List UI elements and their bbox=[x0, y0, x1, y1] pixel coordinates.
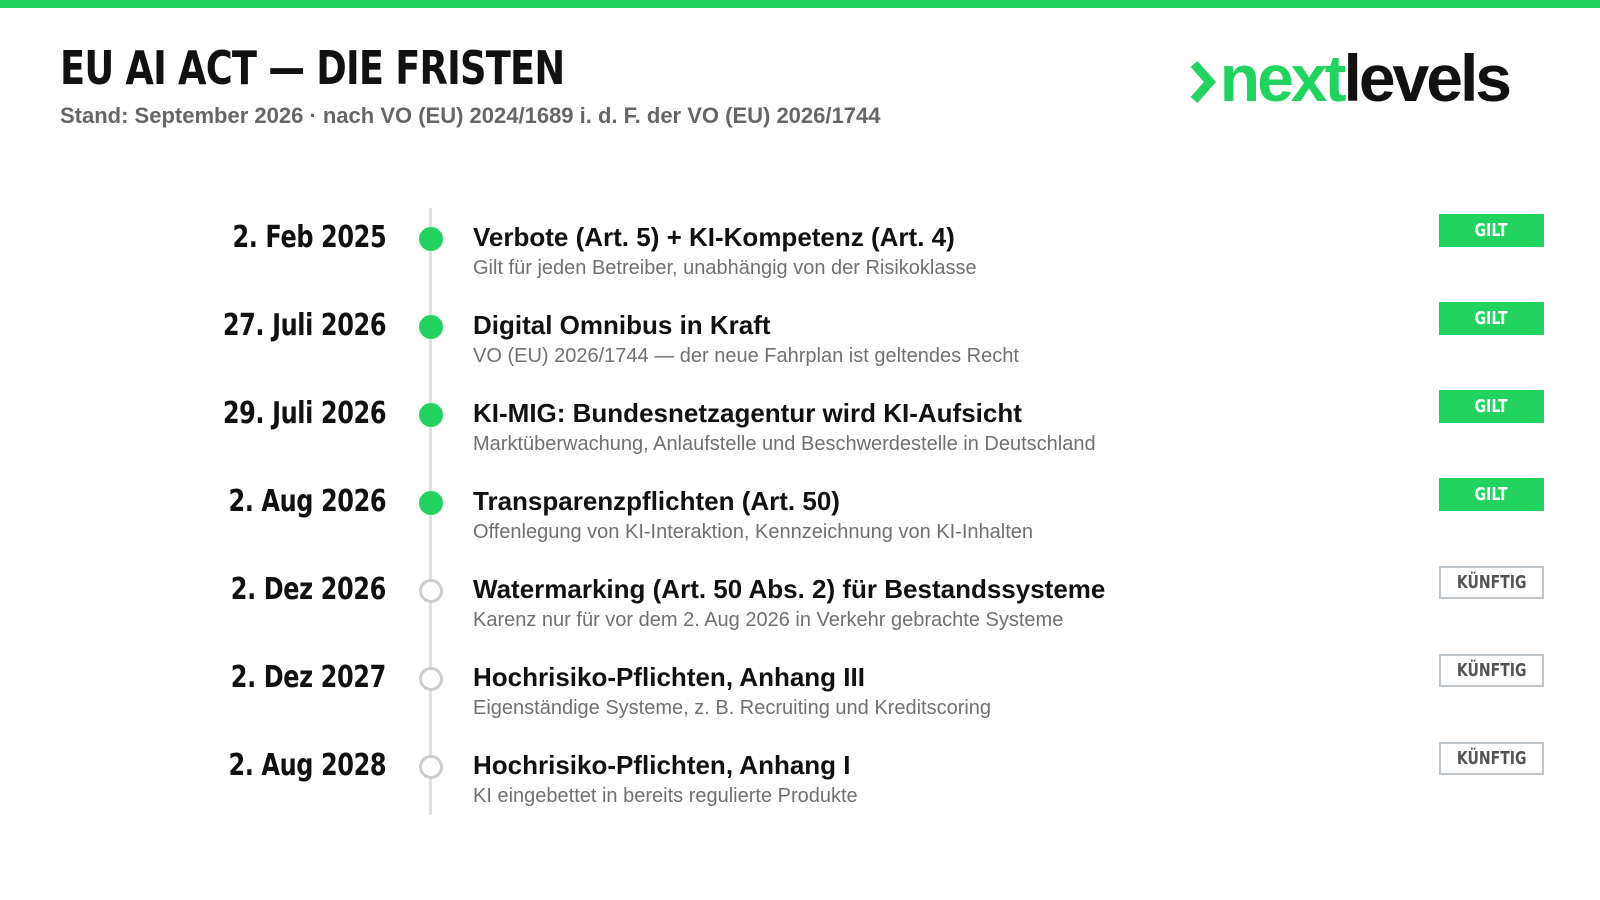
timeline-date: 27. Juli 2026 bbox=[222, 308, 387, 343]
chevron-right-icon bbox=[1190, 61, 1216, 103]
timeline-dot-hollow bbox=[419, 755, 443, 779]
status-badge: KÜNFTIG bbox=[1439, 742, 1544, 775]
status-badge: GILT bbox=[1439, 302, 1544, 335]
timeline-description: Karenz nur für vor dem 2. Aug 2026 in Ve… bbox=[473, 609, 1064, 631]
timeline-dot-filled bbox=[419, 227, 443, 251]
status-badge: KÜNFTIG bbox=[1439, 566, 1544, 599]
status-badge: GILT bbox=[1439, 390, 1544, 423]
timeline-date: 2. Dez 2027 bbox=[230, 660, 386, 695]
status-badge-label: GILT bbox=[1475, 220, 1508, 241]
timeline-description: Marktüberwachung, Anlaufstelle und Besch… bbox=[473, 433, 1096, 455]
timeline-row: 27. Juli 2026 Digital Omnibus in Kraft V… bbox=[0, 302, 1600, 390]
timeline-dot-hollow bbox=[419, 579, 443, 603]
timeline-date: 2. Feb 2025 bbox=[232, 220, 386, 255]
timeline-description: Offenlegung von KI-Interaktion, Kennzeic… bbox=[473, 521, 1034, 543]
timeline-title: Digital Omnibus in Kraft bbox=[473, 310, 771, 340]
timeline-dot-filled bbox=[419, 403, 443, 427]
timeline-row: 2. Aug 2026 Transparenzpflichten (Art. 5… bbox=[0, 478, 1600, 566]
timeline-description: KI eingebettet in bereits regulierte Pro… bbox=[473, 785, 858, 807]
timeline-row: 2. Feb 2025 Verbote (Art. 5) + KI-Kompet… bbox=[0, 214, 1600, 302]
status-badge-label: KÜNFTIG bbox=[1456, 660, 1527, 681]
logo-levels-text: levels bbox=[1343, 41, 1512, 115]
timeline-date: 29. Juli 2026 bbox=[222, 396, 387, 431]
timeline-title: KI-MIG: Bundesnetzagentur wird KI-Aufsic… bbox=[473, 398, 1022, 428]
timeline-row: 2. Dez 2027 Hochrisiko-Pflichten, Anhang… bbox=[0, 654, 1600, 742]
timeline-date: 2. Dez 2026 bbox=[230, 572, 386, 607]
timeline-date: 2. Aug 2026 bbox=[228, 484, 386, 519]
timeline-title: Hochrisiko-Pflichten, Anhang I bbox=[473, 750, 851, 780]
status-badge-label: GILT bbox=[1475, 308, 1508, 329]
timeline-dot-hollow bbox=[419, 667, 443, 691]
timeline-description: Gilt für jeden Betreiber, unabhängig von… bbox=[473, 257, 977, 279]
logo-next-text: next bbox=[1219, 41, 1347, 115]
timeline-dot-filled bbox=[419, 491, 443, 515]
timeline-row: 29. Juli 2026 KI-MIG: Bundesnetzagentur … bbox=[0, 390, 1600, 478]
timeline-description: VO (EU) 2026/1744 — der neue Fahrplan is… bbox=[473, 345, 1019, 367]
status-badge: GILT bbox=[1439, 478, 1544, 511]
status-badge: GILT bbox=[1439, 214, 1544, 247]
timeline-description: Eigenständige Systeme, z. B. Recruiting … bbox=[473, 697, 992, 719]
timeline-date: 2. Aug 2028 bbox=[228, 748, 386, 783]
timeline-title: Watermarking (Art. 50 Abs. 2) für Bestan… bbox=[473, 574, 1106, 604]
status-badge-label: KÜNFTIG bbox=[1456, 572, 1527, 593]
page-title: EU AI ACT — DIE FRISTEN bbox=[60, 41, 565, 95]
timeline-row: 2. Aug 2028 Hochrisiko-Pflichten, Anhang… bbox=[0, 742, 1600, 830]
status-badge-label: GILT bbox=[1475, 396, 1508, 417]
status-badge-label: KÜNFTIG bbox=[1456, 748, 1527, 769]
timeline-title: Verbote (Art. 5) + KI-Kompetenz (Art. 4) bbox=[473, 222, 955, 252]
page-subtitle: Stand: September 2026 · nach VO (EU) 202… bbox=[60, 103, 881, 128]
timeline-title: Hochrisiko-Pflichten, Anhang III bbox=[473, 662, 865, 692]
status-badge-label: GILT bbox=[1475, 484, 1508, 505]
status-badge: KÜNFTIG bbox=[1439, 654, 1544, 687]
timeline-title: Transparenzpflichten (Art. 50) bbox=[473, 486, 840, 516]
timeline-row: 2. Dez 2026 Watermarking (Art. 50 Abs. 2… bbox=[0, 566, 1600, 654]
accent-top-bar bbox=[0, 0, 1600, 8]
timeline-dot-filled bbox=[419, 315, 443, 339]
